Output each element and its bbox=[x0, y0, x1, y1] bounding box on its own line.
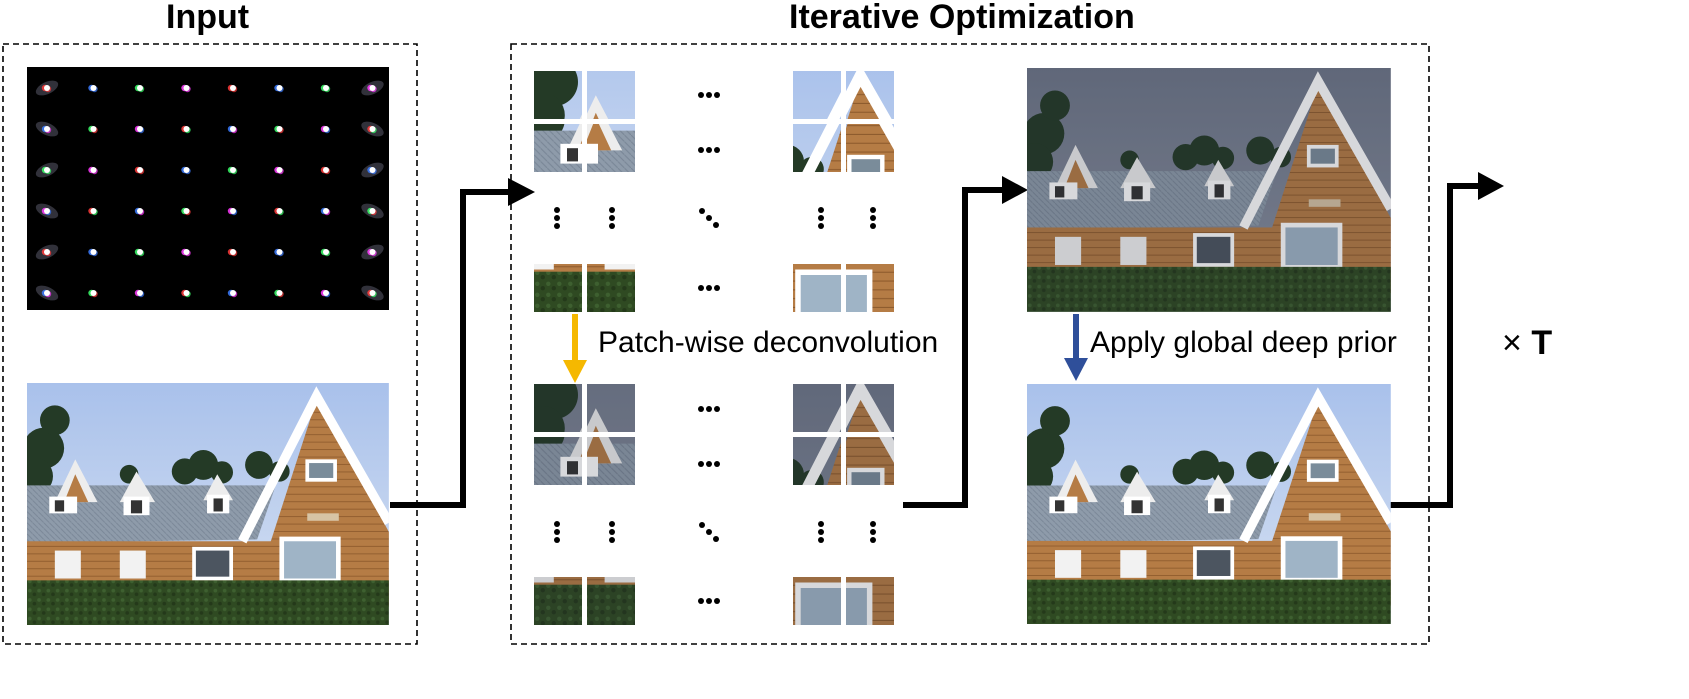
latent-image-deconvolved bbox=[1016, 68, 1391, 312]
psf-kernel bbox=[88, 289, 98, 298]
psf-kernel bbox=[134, 248, 145, 257]
psf-kernel bbox=[227, 84, 238, 93]
times-symbol: × bbox=[1502, 324, 1522, 362]
psf-kernel bbox=[274, 125, 284, 134]
psf-kernel bbox=[35, 162, 59, 178]
arrowhead-latent bbox=[1002, 176, 1028, 204]
vertical-ellipsis-icon bbox=[870, 207, 876, 229]
psf-kernel bbox=[320, 125, 331, 134]
patchwise-deconvolution-label: Patch-wise deconvolution bbox=[598, 326, 939, 359]
psf-kernel bbox=[181, 207, 191, 216]
latent-image-with-prior bbox=[1016, 384, 1391, 624]
vertical-ellipsis-icon bbox=[554, 207, 560, 229]
arrowhead-patches bbox=[508, 178, 535, 206]
iterative-panel-border bbox=[510, 43, 1430, 645]
psf-kernel bbox=[35, 203, 59, 219]
psf-kernel bbox=[35, 244, 59, 260]
horizontal-ellipsis-icon bbox=[698, 285, 720, 291]
psf-kernel bbox=[35, 285, 59, 301]
psf-kernel bbox=[134, 289, 145, 298]
vertical-ellipsis-icon bbox=[554, 521, 560, 543]
iterations-variable: T bbox=[1531, 324, 1553, 362]
psf-kernel bbox=[274, 207, 284, 216]
psf-kernel bbox=[181, 84, 191, 93]
global-prior-arrow bbox=[1064, 314, 1088, 381]
psf-kernel bbox=[320, 84, 331, 93]
psf-kernel bbox=[274, 248, 284, 257]
psf-kernel bbox=[361, 244, 384, 260]
arrow-input-to-patches bbox=[390, 189, 512, 508]
psf-kernel bbox=[227, 248, 238, 257]
psf-kernel bbox=[181, 166, 191, 175]
diagonal-ellipsis-icon bbox=[699, 522, 719, 542]
psf-kernel bbox=[361, 162, 384, 178]
horizontal-ellipsis-icon bbox=[698, 461, 720, 467]
vertical-ellipsis-icon bbox=[818, 207, 824, 229]
image-patch bbox=[525, 323, 967, 609]
vertical-ellipsis-icon bbox=[870, 521, 876, 543]
psf-kernel bbox=[320, 166, 331, 175]
psf-kernel bbox=[134, 207, 145, 216]
blurred-input-image bbox=[16, 383, 389, 625]
psf-kernel bbox=[88, 207, 98, 216]
patchwise-arrow bbox=[563, 314, 587, 383]
psf-grid-image bbox=[27, 67, 389, 310]
psf-kernel bbox=[134, 84, 145, 93]
global-deep-prior-label: Apply global deep prior bbox=[1090, 326, 1397, 359]
horizontal-ellipsis-icon bbox=[698, 598, 720, 604]
vertical-ellipsis-icon bbox=[609, 521, 615, 543]
psf-kernel bbox=[227, 125, 238, 134]
psf-kernel bbox=[227, 207, 238, 216]
psf-kernel bbox=[227, 289, 238, 298]
iterative-optimization-heading: Iterative Optimization bbox=[789, 0, 1135, 36]
psf-kernel bbox=[361, 121, 384, 137]
psf-kernel bbox=[88, 248, 98, 257]
input-heading: Input bbox=[166, 0, 250, 36]
psf-kernel bbox=[274, 166, 284, 175]
psf-kernel bbox=[134, 166, 145, 175]
psf-kernel bbox=[134, 125, 145, 134]
main-flow-arrows bbox=[390, 183, 1485, 508]
psf-kernel bbox=[274, 84, 284, 93]
psf-kernel bbox=[88, 84, 98, 93]
psf-kernel bbox=[320, 248, 331, 257]
horizontal-ellipsis-icon bbox=[698, 92, 720, 98]
iterations-multiplier: × T bbox=[1502, 326, 1552, 360]
diagonal-ellipsis-icon bbox=[699, 208, 719, 228]
psf-kernel bbox=[181, 289, 191, 298]
vertical-ellipsis-icon bbox=[609, 207, 615, 229]
horizontal-ellipsis-icon bbox=[698, 147, 720, 153]
image-patch bbox=[525, 10, 967, 296]
psf-kernel bbox=[35, 80, 59, 96]
psf-kernel bbox=[274, 289, 284, 298]
psf-kernel bbox=[88, 125, 98, 134]
arrow-patches-to-latent bbox=[903, 187, 1008, 508]
psf-kernel bbox=[88, 166, 98, 175]
input-panel-border bbox=[2, 43, 418, 645]
psf-kernel bbox=[35, 121, 59, 137]
psf-kernel bbox=[181, 125, 191, 134]
psf-kernel bbox=[181, 248, 191, 257]
psf-kernel bbox=[320, 207, 331, 216]
psf-kernel bbox=[361, 285, 384, 301]
horizontal-ellipsis-icon bbox=[698, 406, 720, 412]
psf-kernel bbox=[227, 166, 238, 175]
vertical-ellipsis-icon bbox=[818, 521, 824, 543]
psf-kernel bbox=[361, 80, 384, 96]
psf-kernel bbox=[320, 289, 331, 298]
arrowhead-output bbox=[1478, 172, 1504, 200]
arrow-output-loop bbox=[1390, 183, 1485, 508]
psf-kernel bbox=[361, 203, 384, 219]
